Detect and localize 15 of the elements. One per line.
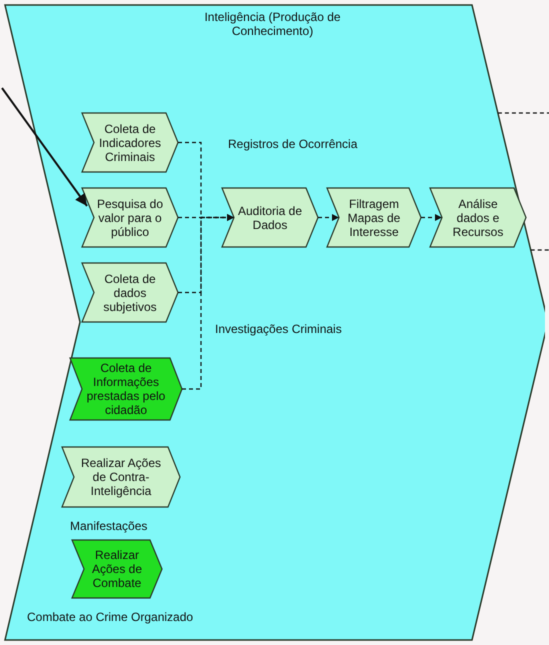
connector-line (498, 112, 549, 114)
function-step: Análise dados e Recursos (430, 188, 526, 247)
arrow (182, 214, 234, 390)
arrow (1, 87, 88, 207)
function-step: Realizar Ações de Contra-Inteligência (62, 447, 180, 507)
lane-label: Investigações Criminais (215, 322, 342, 336)
arrow (421, 214, 442, 221)
connector-line (530, 249, 549, 251)
lane-label: Manifestações (70, 519, 148, 533)
pillar-title: Inteligência (Produção de Conhecimento) (203, 10, 342, 38)
function-step: Realizar Ações de Combate (72, 540, 162, 598)
lane-label: Registros de Ocorrência (228, 137, 358, 151)
arrow (318, 214, 339, 221)
function-step: Coleta de Informações prestadas pelo cidadão (70, 358, 182, 420)
lane-label: Combate ao Crime Organizado (27, 610, 194, 624)
